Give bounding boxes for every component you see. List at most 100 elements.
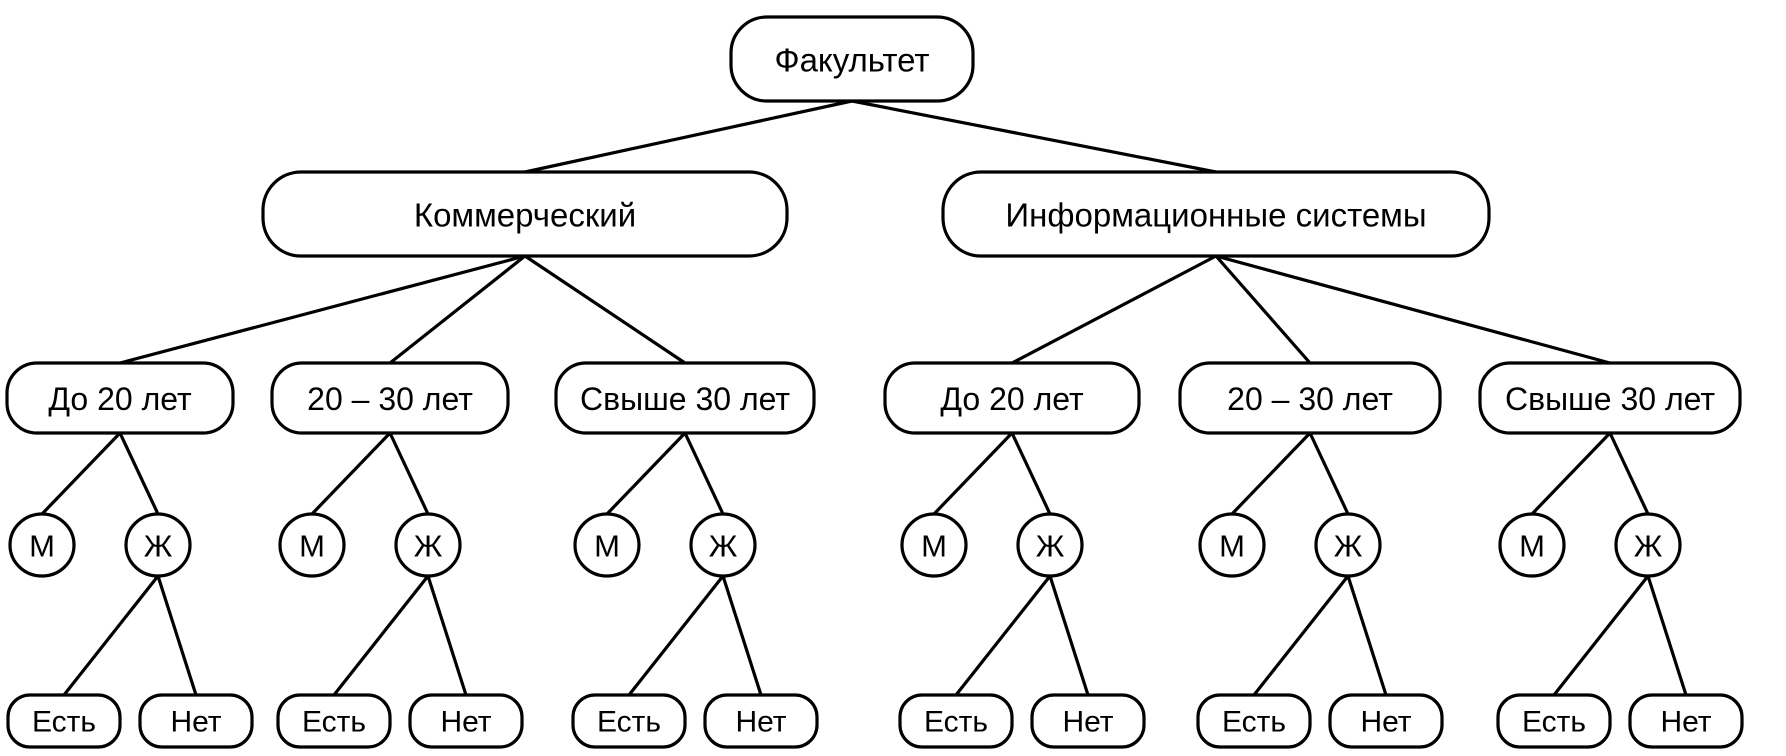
node-f2-age-3-gender-ж-circle [1614, 512, 1682, 578]
edge-faculty-2-to-age-1 [1010, 254, 1218, 365]
node-f2-age-3-gender-ж: Ж [1614, 512, 1682, 578]
edge-faculty-1-to-age-1 [118, 254, 527, 365]
node-faculty-2-box [941, 170, 1491, 258]
node-f2-age-3-label: Свыше 30 лет [1505, 381, 1715, 417]
node-f1-age-1-gender-ж-leaf-нет: Нет [138, 693, 254, 749]
node-f2-age-1: До 20 лет [883, 361, 1141, 435]
node-faculty-2-label: Информационные системы [1005, 197, 1426, 234]
node-f1-age-3-gender-ж-circle [689, 512, 757, 578]
node-faculty-1-label: Коммерческий [414, 197, 636, 234]
node-f1-age-3-gender-ж-leaf-нет: Нет [703, 693, 819, 749]
edge-node-f2-age-1-gender-ж-to-leaf-2 [1048, 574, 1090, 697]
node-f2-age-1-gender-м-label: М [921, 529, 947, 564]
edge-node-f1-age-1-gender-ж-to-leaf-1 [62, 574, 160, 697]
node-f2-age-2-gender-ж-leaf-нет: Нет [1328, 693, 1444, 749]
node-f2-age-1-gender-ж-leaf-есть: Есть [898, 693, 1014, 749]
edge-root-to-faculty-1 [523, 99, 854, 174]
node-f2-age-1-gender-м-circle [900, 512, 968, 578]
node-f1-age-2-label: 20 – 30 лет [307, 381, 473, 417]
node-f2-age-2-gender-м-label: М [1219, 529, 1245, 564]
node-f1-age-3-box [554, 361, 816, 435]
node-f2-age-3-gender-ж-leaf-нет: Нет [1628, 693, 1744, 749]
node-f1-age-3-gender-ж-leaf-нет-label: Нет [735, 706, 786, 739]
node-f2-age-3-gender-м: М [1498, 512, 1566, 578]
edge-node-f1-age-3-gender-ж-to-leaf-2 [721, 574, 763, 697]
node-f2-age-1-gender-ж-circle [1016, 512, 1084, 578]
edge-faculty-2-to-age-3 [1214, 254, 1612, 365]
node-f2-age-3-gender-ж-leaf-есть-box [1496, 693, 1612, 749]
node-f1-age-1: До 20 лет [5, 361, 235, 435]
node-root-box [729, 15, 975, 103]
node-f2-age-2-gender-м: М [1198, 512, 1266, 578]
node-f2-age-3-gender-ж-leaf-нет-box [1628, 693, 1744, 749]
node-root: Факультет [729, 15, 975, 103]
node-f1-age-3-gender-ж: Ж [689, 512, 757, 578]
node-f1-age-2-box [270, 361, 510, 435]
node-f2-age-3-gender-м-label: М [1519, 529, 1545, 564]
node-f1-age-2-gender-ж-leaf-нет-box [408, 693, 524, 749]
node-f1-age-2-gender-ж-circle [394, 512, 462, 578]
node-f2-age-1-gender-ж: Ж [1016, 512, 1084, 578]
node-f1-age-1-gender-ж-circle [124, 512, 192, 578]
node-faculty-1: Коммерческий [261, 170, 789, 258]
node-f1-age-2-gender-ж-leaf-есть-label: Есть [302, 706, 366, 739]
node-f2-age-1-box [883, 361, 1141, 435]
node-root-label: Факультет [774, 42, 929, 79]
edge-faculty-1-to-age-2 [388, 254, 527, 365]
node-f1-age-1-gender-ж-leaf-нет-label: Нет [170, 706, 221, 739]
edge-node-f2-age-3-gender-ж-to-leaf-1 [1552, 574, 1650, 697]
node-f2-age-1-gender-м: М [900, 512, 968, 578]
node-f1-age-1-gender-ж-leaf-есть-box [6, 693, 122, 749]
node-f1-age-2-gender-м-label: М [299, 529, 325, 564]
edge-node-f2-age-2-to-gender-2 [1308, 431, 1350, 516]
node-f1-age-2-gender-ж-leaf-есть: Есть [276, 693, 392, 749]
edge-node-f1-age-2-gender-ж-to-leaf-1 [332, 574, 430, 697]
node-f1-age-3-gender-ж-leaf-есть-label: Есть [597, 706, 661, 739]
node-f1-age-1-gender-ж-leaf-есть: Есть [6, 693, 122, 749]
node-f2-age-3-box [1478, 361, 1742, 435]
edge-faculty-2-to-age-2 [1214, 254, 1312, 365]
node-f1-age-2-gender-м-circle [278, 512, 346, 578]
node-f1-age-1-gender-ж-leaf-нет-box [138, 693, 254, 749]
edge-node-f1-age-3-to-gender-1 [605, 431, 687, 516]
node-f1-age-1-gender-ж: Ж [124, 512, 192, 578]
node-f1-age-1-gender-м-circle [8, 512, 76, 578]
edge-node-f2-age-1-to-gender-2 [1010, 431, 1052, 516]
node-f1-age-3-gender-м: М [573, 512, 641, 578]
edge-faculty-1-to-age-3 [523, 254, 687, 365]
node-f2-age-2-label: 20 – 30 лет [1227, 381, 1393, 417]
edge-node-f2-age-1-gender-ж-to-leaf-1 [954, 574, 1052, 697]
node-f2-age-2-box [1178, 361, 1442, 435]
node-f1-age-2-gender-ж-label: Ж [414, 529, 443, 564]
node-f1-age-1-gender-м-label: М [29, 529, 55, 564]
node-f1-age-2-gender-ж: Ж [394, 512, 462, 578]
node-f1-age-3-gender-ж-leaf-нет-box [703, 693, 819, 749]
node-f1-age-2-gender-ж-leaf-есть-box [276, 693, 392, 749]
node-f1-age-3-gender-ж-label: Ж [709, 529, 738, 564]
node-f2-age-1-gender-ж-leaf-есть-box [898, 693, 1014, 749]
node-faculty-1-box [261, 170, 789, 258]
node-f1-age-3: Свыше 30 лет [554, 361, 816, 435]
edge-node-f1-age-2-gender-ж-to-leaf-2 [426, 574, 468, 697]
node-f2-age-1-label: До 20 лет [940, 381, 1084, 417]
node-f1-age-2-gender-ж-leaf-нет-label: Нет [440, 706, 491, 739]
node-f2-age-3-gender-ж-leaf-есть-label: Есть [1522, 706, 1586, 739]
node-f1-age-2-gender-м: М [278, 512, 346, 578]
node-f1-age-3-gender-ж-leaf-есть: Есть [571, 693, 687, 749]
edge-node-f2-age-2-gender-ж-to-leaf-2 [1346, 574, 1388, 697]
tree-edges [40, 99, 1688, 697]
edge-node-f1-age-2-to-gender-1 [310, 431, 392, 516]
node-f2-age-1-gender-ж-leaf-есть-label: Есть [924, 706, 988, 739]
node-f1-age-2-gender-ж-leaf-нет: Нет [408, 693, 524, 749]
edge-root-to-faculty-2 [850, 99, 1218, 174]
edge-node-f1-age-1-to-gender-1 [40, 431, 122, 516]
node-f2-age-3: Свыше 30 лет [1478, 361, 1742, 435]
node-f2-age-2: 20 – 30 лет [1178, 361, 1442, 435]
edge-node-f2-age-3-gender-ж-to-leaf-2 [1646, 574, 1688, 697]
edge-node-f1-age-1-to-gender-2 [118, 431, 160, 516]
edge-node-f2-age-2-gender-ж-to-leaf-1 [1252, 574, 1350, 697]
node-f2-age-2-gender-м-circle [1198, 512, 1266, 578]
node-f1-age-3-gender-м-label: М [594, 529, 620, 564]
node-f1-age-1-label: До 20 лет [48, 381, 192, 417]
node-faculty-2: Информационные системы [941, 170, 1491, 258]
